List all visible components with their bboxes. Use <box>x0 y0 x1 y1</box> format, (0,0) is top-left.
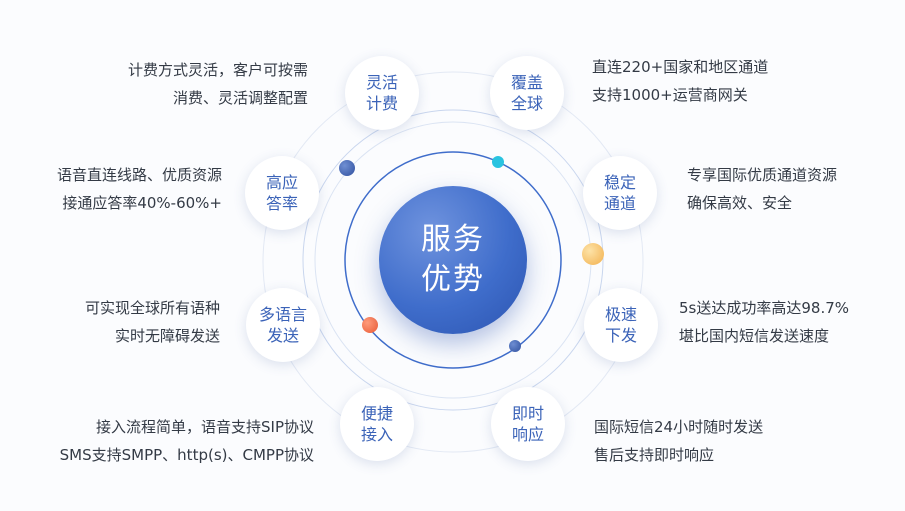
desc-line: 堪比国内短信发送速度 <box>679 327 830 345</box>
node-label: 多语言发送 <box>258 305 307 345</box>
desc-line: 计费方式灵活，客户可按需 <box>127 61 308 79</box>
desc-line: 售后支持即时响应 <box>594 446 715 464</box>
desc-line: 直连220+国家和地区通道 <box>592 58 769 76</box>
guide-ring <box>262 71 644 453</box>
outer-orbit-ring <box>302 109 604 411</box>
inner-orbit-ring <box>344 151 562 369</box>
node-global-coverage: 覆盖全球 <box>490 56 564 130</box>
orbit-dot-navy-small <box>509 340 521 352</box>
desc-flexible-billing: 计费方式灵活，客户可按需 消费、灵活调整配置 <box>128 56 308 112</box>
desc-multi-language: 可实现全球所有语种 实时无障碍发送 <box>85 294 220 350</box>
desc-line: SMS支持SMPP、http(s)、CMPP协议 <box>59 446 314 464</box>
node-label: 极速下发 <box>604 305 637 345</box>
desc-line: 语音直连线路、优质资源 <box>56 166 222 184</box>
node-easy-access: 便捷接入 <box>340 387 414 461</box>
desc-line: 专享国际优质通道资源 <box>687 166 838 184</box>
desc-stable-channel: 专享国际优质通道资源 确保高效、安全 <box>687 161 837 217</box>
orbit-dot-cyan <box>492 156 504 168</box>
node-instant-response: 即时响应 <box>491 387 565 461</box>
node-label: 覆盖全球 <box>510 73 543 113</box>
desc-instant-response: 国际短信24小时随时发送 售后支持即时响应 <box>594 413 763 469</box>
node-flexible-billing: 灵活计费 <box>345 56 419 130</box>
node-label: 高应答率 <box>265 173 298 213</box>
node-fast-delivery: 极速下发 <box>584 288 658 362</box>
node-stable-channel: 稳定通道 <box>583 156 657 230</box>
node-label: 即时响应 <box>511 404 544 444</box>
desc-high-answer-rate: 语音直连线路、优质资源 接通应答率40%-60%+ <box>57 161 222 217</box>
desc-line: 接入流程简单，语音支持SIP协议 <box>96 418 314 436</box>
desc-line: 支持1000+运营商网关 <box>592 86 748 104</box>
node-label: 便捷接入 <box>360 404 393 444</box>
center-title: 服务优势 <box>421 222 485 297</box>
center-circle: 服务优势 <box>379 186 527 334</box>
orbit-dot-navy <box>339 160 355 176</box>
node-high-answer-rate: 高应答率 <box>245 156 319 230</box>
desc-line: 确保高效、安全 <box>687 194 793 212</box>
desc-easy-access: 接入流程简单，语音支持SIP协议 SMS支持SMPP、http(s)、CMPP协… <box>60 413 314 469</box>
desc-line: 接通应答率40%-60%+ <box>62 194 222 212</box>
orbit-dot-yellow <box>582 243 604 265</box>
desc-global-coverage: 直连220+国家和地区通道 支持1000+运营商网关 <box>592 53 768 109</box>
desc-line: 消费、灵活调整配置 <box>172 89 308 107</box>
node-label: 稳定通道 <box>603 173 636 213</box>
desc-line: 5s送达成功率高达98.7% <box>679 299 850 317</box>
desc-line: 可实现全球所有语种 <box>84 299 220 317</box>
desc-line: 实时无障碍发送 <box>114 327 220 345</box>
node-multi-language: 多语言发送 <box>246 288 320 362</box>
node-label: 灵活计费 <box>365 73 398 113</box>
desc-fast-delivery: 5s送达成功率高达98.7% 堪比国内短信发送速度 <box>679 294 849 350</box>
orbit-dot-orange <box>362 317 378 333</box>
desc-line: 国际短信24小时随时发送 <box>594 418 764 436</box>
